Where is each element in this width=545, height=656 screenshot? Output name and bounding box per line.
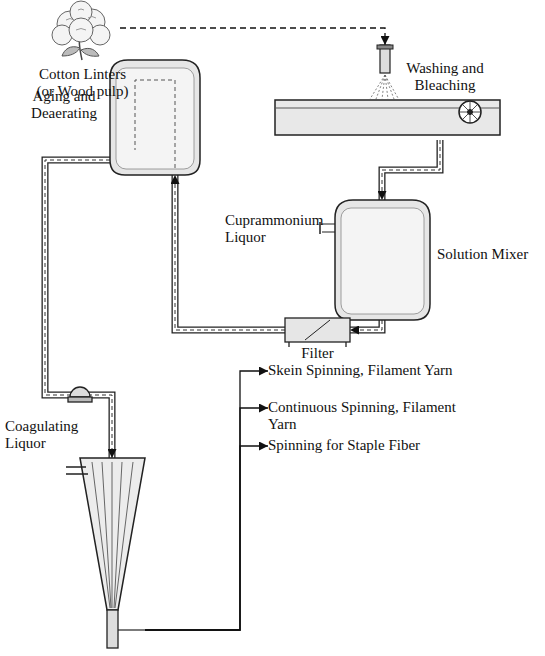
equipment-node: Filter (285, 318, 350, 342)
pipe-connector (382, 140, 440, 200)
cotton-illustration (52, 1, 110, 60)
node-label: Spinning for Staple Fiber (268, 437, 483, 454)
node-label: Skein Spinning, Filament Yarn (268, 362, 483, 379)
node-label: Filter (285, 345, 350, 362)
node-label: Solution Mixer (437, 246, 528, 263)
node-label: Aging and Deaerating (24, 88, 104, 122)
pipe-connector (175, 175, 285, 330)
inlet-label: Cuprammonium Liquor (225, 212, 320, 246)
node-label: Coagulating Liquor (5, 418, 85, 452)
product-node: Continuous Spinning, Filament Yarn (268, 399, 483, 433)
flow-arrow (145, 408, 268, 630)
flow-arrow (145, 446, 268, 630)
flow-arrow (145, 371, 268, 630)
node-label: Washing and Bleaching (398, 60, 492, 94)
equipment-node: Solution Mixer (335, 200, 430, 320)
product-node: Skein Spinning, Filament Yarn (268, 362, 483, 379)
pipe-connector (350, 320, 382, 330)
equipment-node: Cotton Linters (or Wood pulp) (45, 0, 120, 62)
equipment-node: Aging and Deaerating (110, 60, 200, 175)
washing-apparatus (275, 45, 500, 135)
pump (68, 387, 92, 402)
spinning-funnel (66, 458, 145, 648)
pipe-connector (45, 160, 112, 458)
mixer-tank (320, 200, 430, 320)
product-node: Spinning for Staple Fiber (268, 437, 483, 454)
node-label: Continuous Spinning, Filament Yarn (268, 399, 483, 433)
equipment-node: Coagulating Liquor (80, 458, 145, 648)
flow-arrow (120, 28, 385, 45)
equipment-node: Washing and Bleaching (270, 45, 505, 140)
filter-unit (285, 318, 350, 347)
